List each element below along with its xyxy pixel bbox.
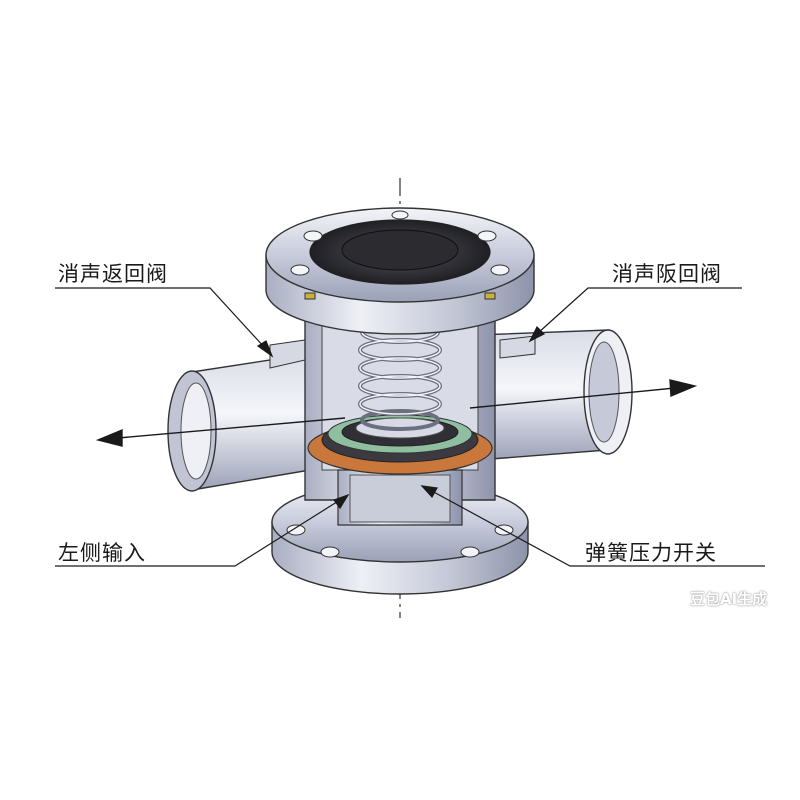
- watermark: 豆包AI生成: [690, 590, 768, 608]
- flow-arrow-left: [95, 417, 346, 447]
- leader-bottom-left: [55, 493, 350, 567]
- flow-arrow-right: [469, 379, 698, 409]
- top-flange: [265, 207, 535, 335]
- leader-bottom-right: [420, 485, 765, 567]
- left-pipe: [167, 339, 323, 492]
- label-left-input: 左侧输入: [58, 541, 146, 565]
- label-muffler-return-valve-left: 消声返回阀: [58, 262, 168, 286]
- right-pipe: [477, 329, 633, 461]
- label-muffler-return-valve-right: 消声阪回阀: [612, 262, 722, 286]
- label-spring-pressure-switch: 弹簧压力开关: [585, 541, 717, 565]
- leader-top-right: [528, 287, 742, 343]
- leader-top-left: [55, 287, 274, 358]
